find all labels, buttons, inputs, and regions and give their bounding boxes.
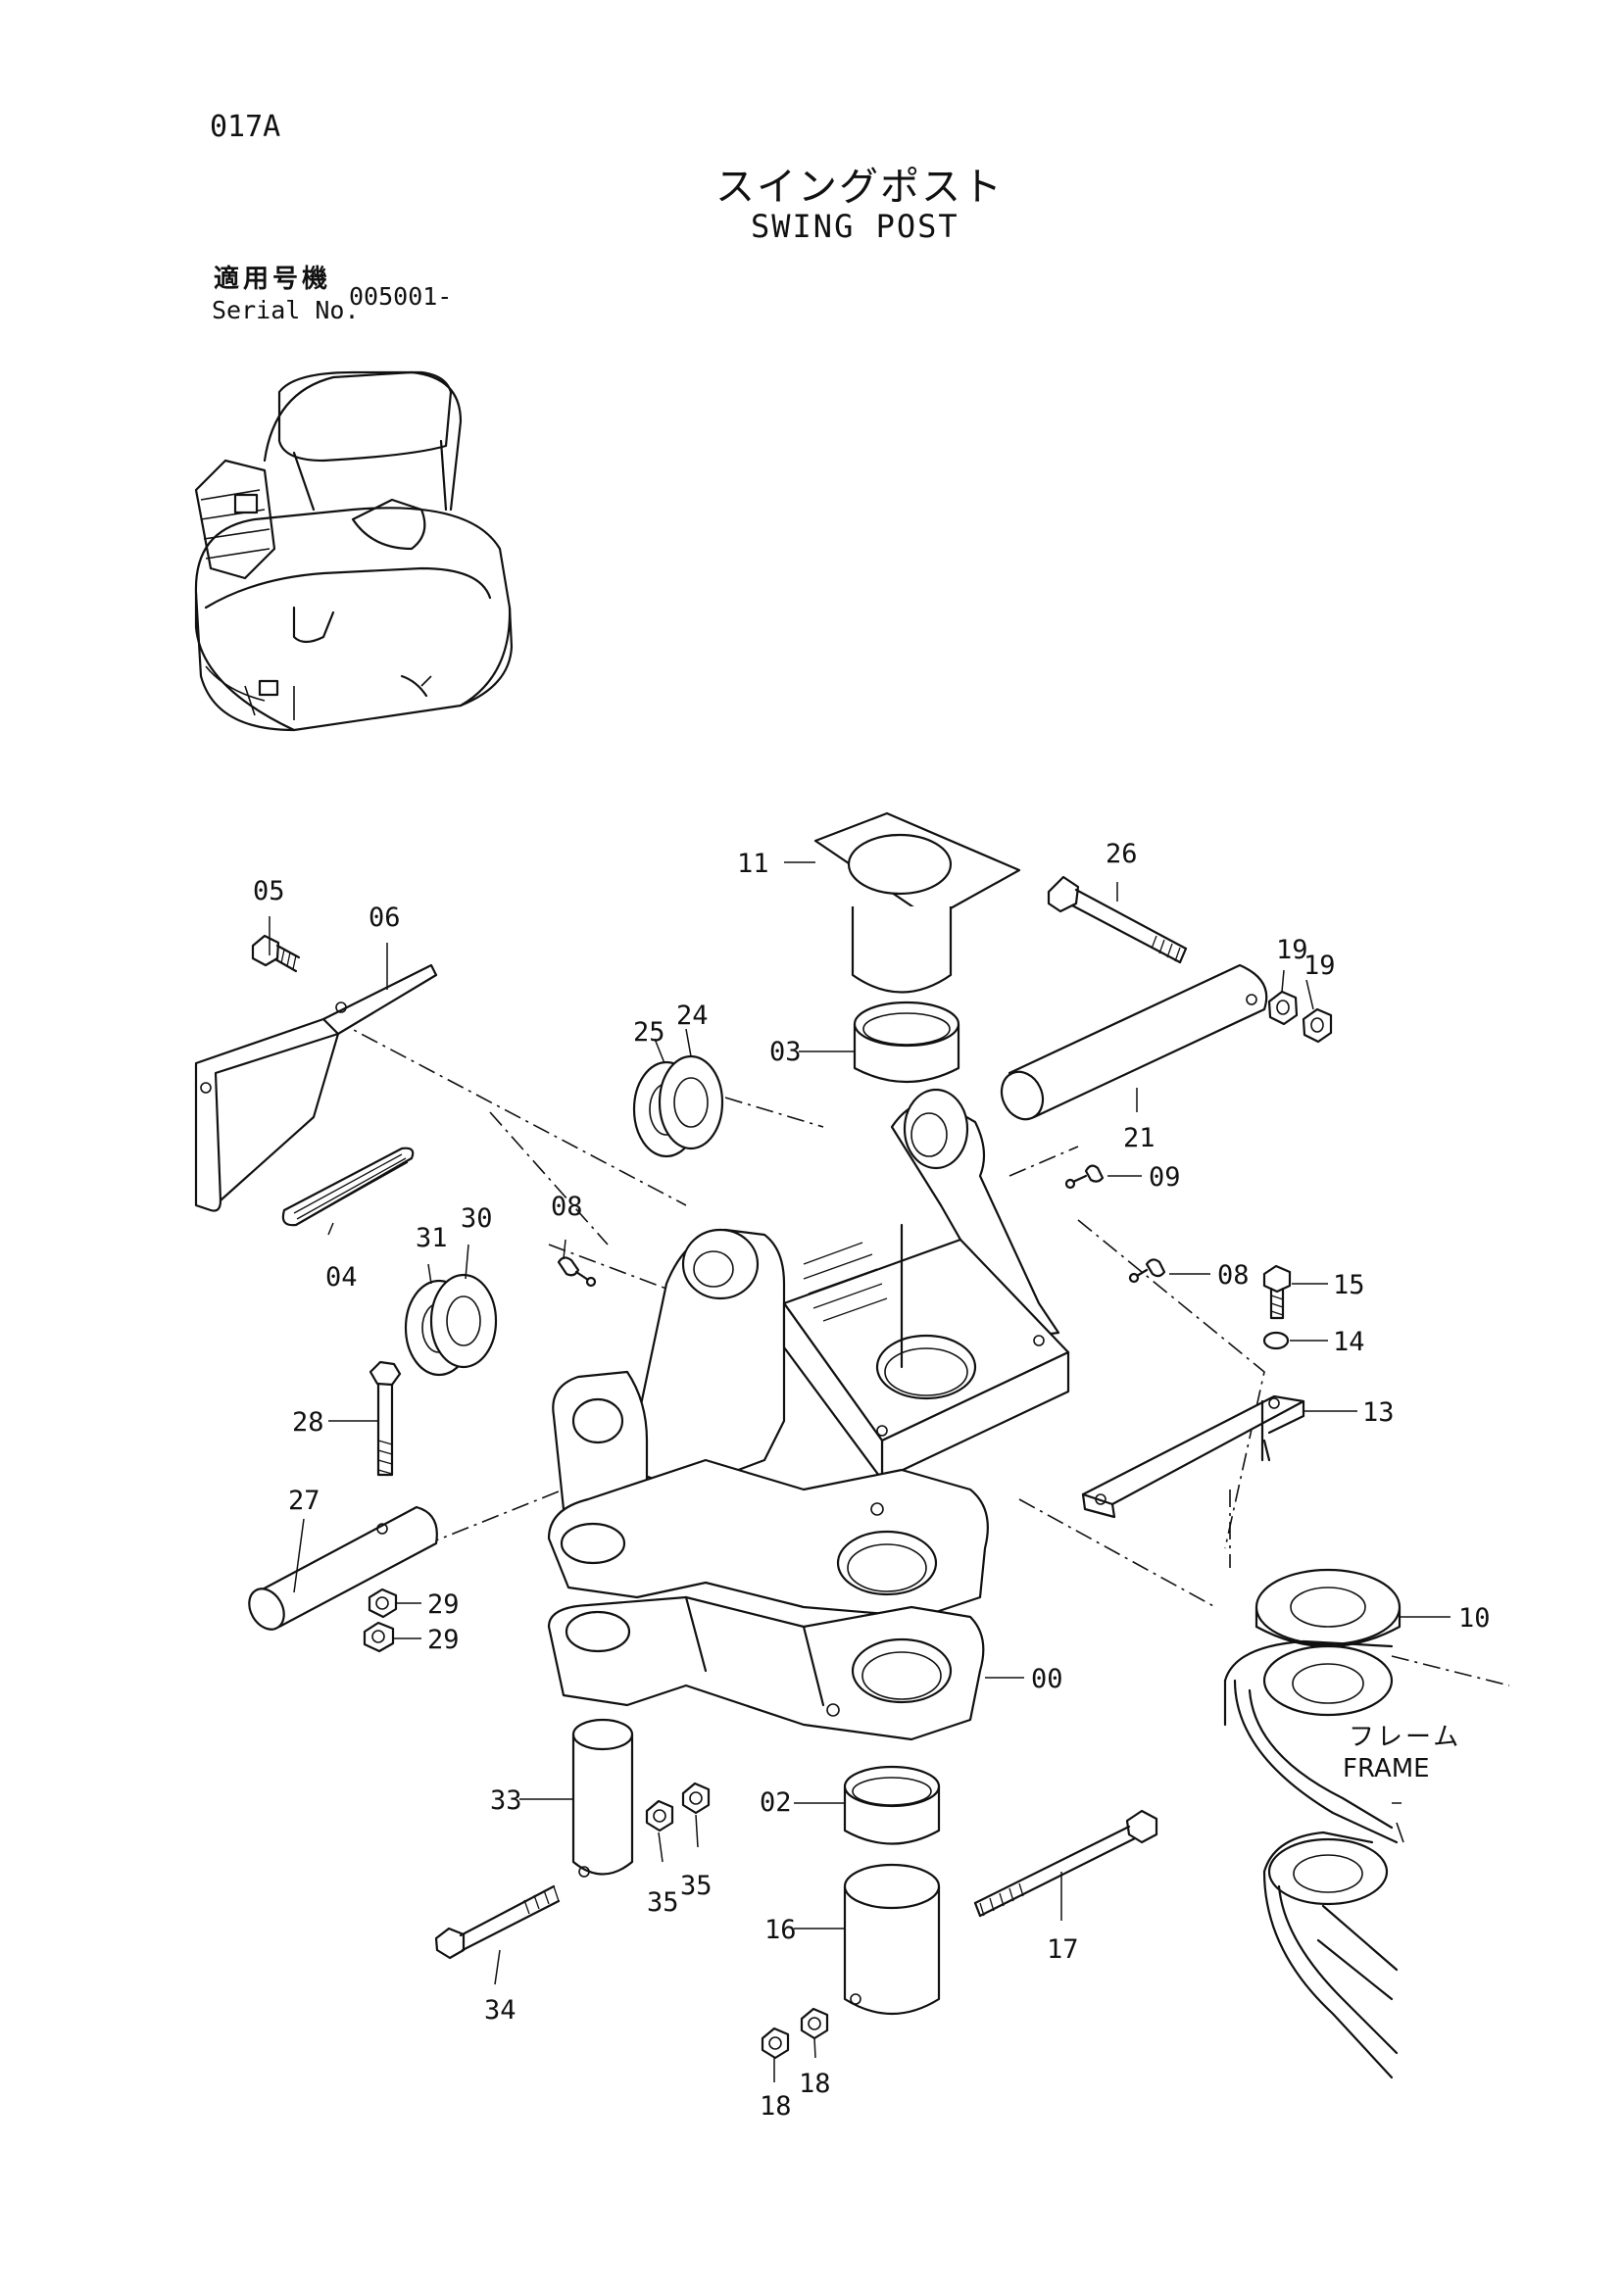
label-part-18b: 18: [799, 2069, 831, 2099]
label-part-16: 16: [764, 1915, 797, 1945]
leader-lines: [269, 861, 1451, 2082]
label-part-35a: 35: [647, 1887, 679, 1918]
title-english: SWING POST: [751, 208, 959, 245]
part-14-washer: [1262, 1331, 1290, 1350]
assembly-center-lines: [332, 1018, 1510, 1686]
label-part-31: 31: [416, 1223, 448, 1253]
page-id: 017A: [210, 110, 281, 144]
label-part-05: 05: [253, 876, 285, 906]
label-part-14: 14: [1333, 1327, 1365, 1357]
label-part-35b: 35: [680, 1871, 713, 1901]
label-part-18a: 18: [760, 2091, 792, 2122]
part-26-bolt: [1047, 875, 1188, 964]
part-27-pin: [248, 1505, 438, 1631]
part-13-stopper-plate: [1081, 1394, 1305, 1519]
label-part-26: 26: [1106, 839, 1138, 869]
serial-label-japanese: 適用号機: [214, 265, 332, 294]
part-11-upper-pin: [813, 811, 1021, 994]
label-part-29b: 29: [427, 1625, 460, 1655]
label-part-00: 00: [1031, 1664, 1063, 1694]
label-part-30: 30: [461, 1203, 493, 1234]
title-japanese: スイングポスト: [715, 165, 1004, 210]
frame-outline: [1223, 1639, 1404, 2079]
part-04-strip: [281, 1147, 415, 1227]
machine-overview-illustration: [194, 370, 514, 732]
part-16-lower-pin: [843, 1863, 941, 2015]
part-17-bolt: [973, 1809, 1158, 1918]
part-30-shim: [429, 1273, 498, 1369]
label-part-11: 11: [737, 849, 769, 879]
part-00-swing-post-bracket: [547, 1088, 1070, 1741]
label-part-04: 04: [325, 1262, 358, 1293]
part-02-lower-bushing: [843, 1765, 941, 1845]
part-19-nuts: [1267, 990, 1333, 1044]
part-10-shim-ring: [1254, 1568, 1402, 1647]
part-03-upper-bushing: [853, 1001, 960, 1083]
part-28-bolt: [369, 1360, 402, 1477]
label-part-27: 27: [288, 1486, 320, 1516]
part-24-shim: [658, 1054, 724, 1150]
part-21-cylinder-pin: [1000, 963, 1268, 1121]
part-09-grease-nipple: [1064, 1164, 1105, 1190]
label-part-09: 09: [1149, 1162, 1181, 1193]
serial-label-english: Serial No.: [212, 296, 360, 324]
label-part-02: 02: [760, 1787, 792, 1818]
label-part-19a: 19: [1276, 935, 1308, 965]
part-15-bolt: [1262, 1264, 1292, 1320]
part-34-bolt: [434, 1884, 561, 1960]
label-part-33: 33: [490, 1785, 522, 1816]
label-part-10: 10: [1458, 1603, 1491, 1634]
label-part-25: 25: [633, 1017, 665, 1048]
label-part-29a: 29: [427, 1589, 460, 1620]
label-part-15: 15: [1333, 1270, 1365, 1300]
label-part-19b: 19: [1303, 951, 1336, 981]
label-part-08-right: 08: [1217, 1260, 1250, 1291]
part-18-nuts: [761, 2007, 829, 2060]
part-33-pin: [571, 1718, 634, 1878]
part-35-nuts: [645, 1782, 711, 1832]
label-part-28: 28: [292, 1407, 324, 1438]
label-part-03: 03: [769, 1037, 802, 1067]
part-08-grease-nipple-left: [557, 1256, 597, 1288]
label-part-06: 06: [369, 903, 401, 933]
serial-number-value: 005001-: [349, 282, 453, 311]
label-part-21: 21: [1123, 1123, 1156, 1153]
frame-label-english: FRAME: [1343, 1754, 1430, 1783]
part-05-bolt: [251, 934, 301, 973]
label-part-17: 17: [1047, 1934, 1079, 1965]
label-part-13: 13: [1362, 1397, 1395, 1428]
frame-label-japanese: フレーム: [1349, 1723, 1462, 1752]
label-part-08-left: 08: [551, 1192, 583, 1222]
label-part-24: 24: [676, 1001, 709, 1031]
part-number-labels: 11 26 19 19 03 25 24 21 09 08 15 14 13 0…: [253, 839, 1491, 2122]
part-29-nuts: [363, 1588, 398, 1653]
label-part-34: 34: [484, 1995, 516, 2026]
part-06-cover-plate: [194, 963, 438, 1212]
part-08-grease-nipple-right: [1128, 1258, 1166, 1284]
